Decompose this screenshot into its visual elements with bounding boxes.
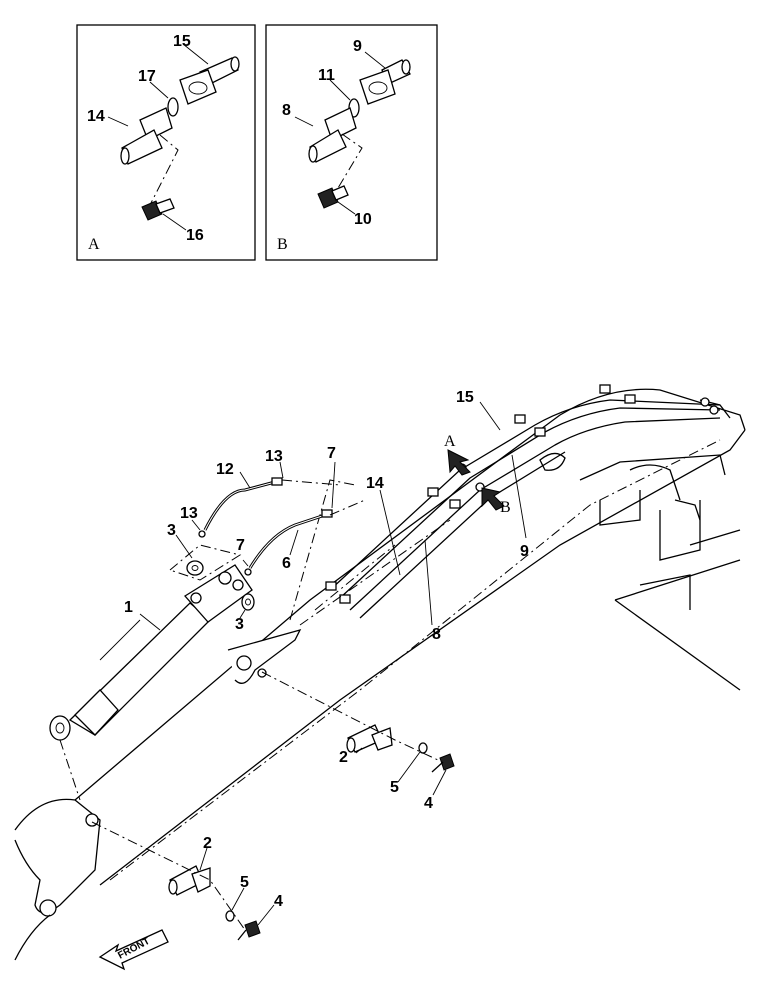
- callout-2-upper: 2: [339, 749, 348, 766]
- label-15: 15: [173, 33, 191, 50]
- pin-2-lower: [168, 865, 211, 896]
- leader-lines: [139, 401, 527, 926]
- detail-box-a-frame: [76, 24, 256, 261]
- detail-letter-a: A: [88, 236, 100, 253]
- oring-17: [167, 97, 179, 117]
- callout-4-lower: 4: [274, 893, 283, 910]
- callout-6: 6: [282, 555, 291, 572]
- detail-letter-b: B: [277, 236, 288, 253]
- bolt-centerline-a: [149, 134, 179, 206]
- label-11: 11: [318, 67, 335, 84]
- callout-7-right: 7: [327, 445, 336, 462]
- bolt-16: [141, 198, 175, 221]
- callout-5-lower: 5: [240, 874, 249, 891]
- bolt-10: [317, 185, 349, 209]
- callout-4-upper: 4: [424, 795, 433, 812]
- callout-7-left: 7: [236, 537, 245, 554]
- hose-12: [198, 477, 283, 538]
- callout-14: 14: [366, 475, 384, 492]
- upper-structure: [539, 452, 741, 691]
- boom-top-edge: [74, 388, 746, 801]
- boom-assembly: [14, 384, 746, 961]
- front-arrow: FRONT: [98, 929, 169, 971]
- callout-3-right: 3: [235, 616, 244, 633]
- cylinder-pin-centerline: [59, 739, 81, 801]
- view-arrow-a: [447, 449, 471, 476]
- label-14: 14: [87, 108, 105, 125]
- detail-box-b: 9 11 8 10 B: [265, 24, 438, 261]
- pin-2-upper: [346, 724, 393, 753]
- callout-1: 1: [124, 599, 133, 616]
- pipe-14: [120, 107, 173, 165]
- washer-5-upper: [418, 742, 428, 754]
- view-arrow-b: [481, 487, 505, 511]
- callout-13-lower: 13: [180, 505, 198, 522]
- callout-5-upper: 5: [390, 779, 399, 796]
- washer-3-left: [186, 560, 204, 576]
- hose-6: [244, 509, 333, 576]
- boom-cylinder-1: [49, 564, 253, 741]
- callout-8: 8: [432, 626, 441, 643]
- label-8: 8: [282, 102, 291, 119]
- bolt-centerline-b: [331, 133, 363, 199]
- boom-bottom-edge: [99, 429, 746, 886]
- label-10: 10: [354, 211, 372, 228]
- pipe-line-15: [329, 399, 721, 591]
- pipe-line-9: [349, 417, 721, 611]
- callout-15: 15: [456, 389, 474, 406]
- washer-3-right: [241, 593, 255, 611]
- callout-13-upper: 13: [265, 448, 283, 465]
- label-9: 9: [353, 38, 362, 55]
- label-16: 16: [186, 227, 204, 244]
- callout-9: 9: [520, 543, 529, 560]
- callout-12: 12: [216, 461, 234, 478]
- label-17: 17: [138, 68, 156, 85]
- flange-pipe-15: [179, 56, 240, 105]
- view-marker-b: B: [500, 499, 511, 516]
- view-marker-a: A: [444, 433, 456, 450]
- flange-pipe-9: [359, 59, 411, 105]
- bolt-4-upper: [431, 753, 455, 773]
- callout-2-lower: 2: [203, 835, 212, 852]
- pipe-8: [308, 107, 357, 163]
- callout-3-left: 3: [167, 522, 176, 539]
- boom-hidden-edge: [109, 439, 721, 881]
- foot-pin-boss: [39, 899, 57, 917]
- bolt-4-lower: [237, 920, 261, 941]
- washer-5-lower: [225, 910, 235, 922]
- detail-box-b-frame: [265, 24, 438, 261]
- detail-box-a: 15 17 14 16 A: [76, 24, 256, 261]
